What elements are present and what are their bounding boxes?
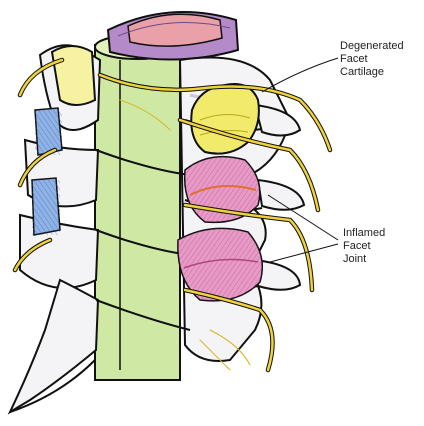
label-degenerated-line-2: Facet: [340, 53, 404, 66]
label-inflamed-line-1: Inflamed: [343, 227, 385, 240]
label-degenerated-line-3: Cartilage: [340, 66, 404, 79]
intervertebral-disc-top: [108, 12, 238, 60]
label-inflamed-facet-joint: Inflamed Facet Joint: [343, 227, 385, 266]
label-degenerated-facet-cartilage: Degenerated Facet Cartilage: [340, 40, 404, 79]
label-degenerated-line-1: Degenerated: [340, 40, 404, 53]
label-inflamed-line-3: Joint: [343, 253, 385, 266]
label-inflamed-line-2: Facet: [343, 240, 385, 253]
